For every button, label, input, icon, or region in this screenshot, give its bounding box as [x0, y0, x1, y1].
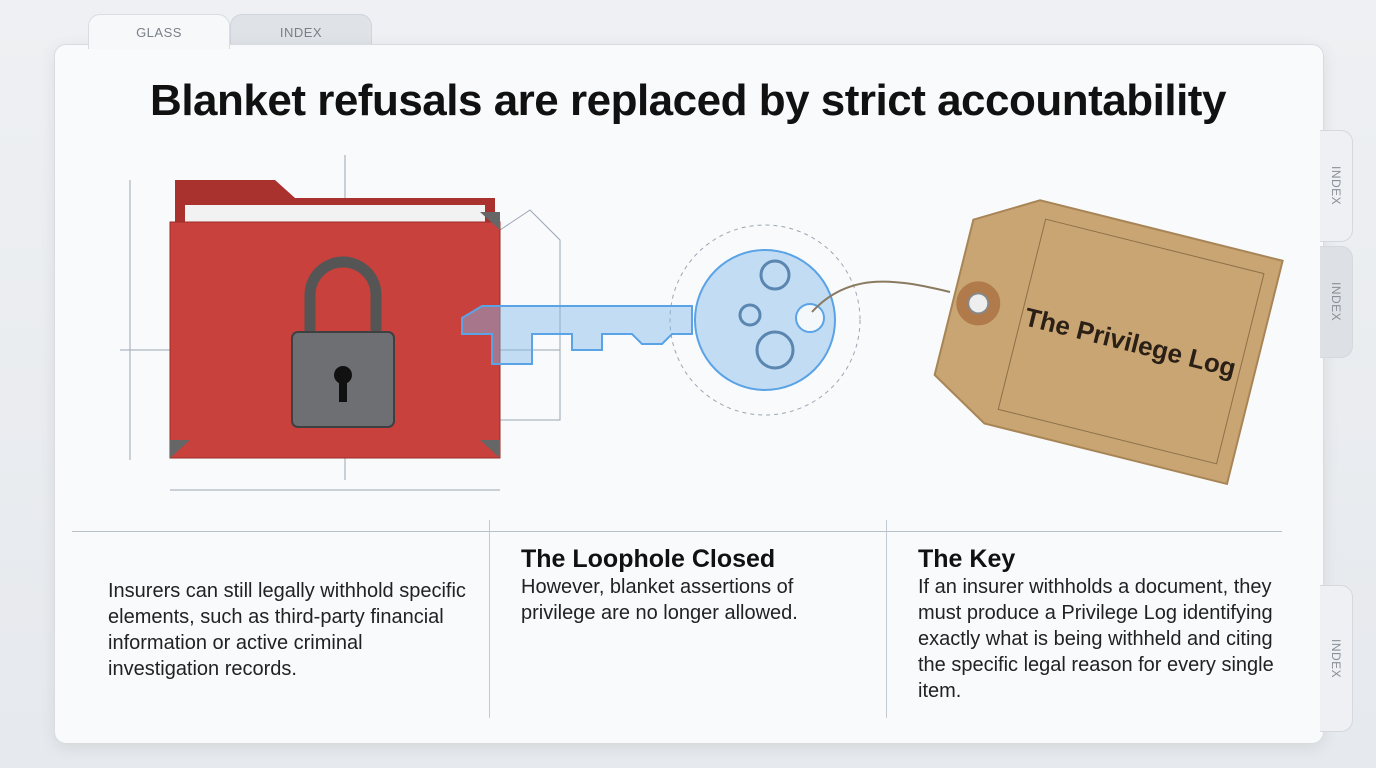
side-tab-index-2[interactable]: INDEX	[1320, 246, 1353, 358]
column-text: However, blanket assertions of privilege…	[521, 576, 798, 624]
tab-label: INDEX	[1329, 166, 1343, 206]
column-loophole: The Loophole Closed However, blanket ass…	[521, 544, 861, 626]
tab-index[interactable]: INDEX	[230, 14, 372, 49]
gears-icon	[738, 259, 795, 370]
side-tab-index-1[interactable]: INDEX	[1320, 130, 1353, 242]
page-title: Blanket refusals are replaced by strict …	[150, 76, 1226, 125]
column-key: The Key If an insurer withholds a docume…	[918, 544, 1278, 704]
column-heading: The Loophole Closed	[521, 545, 776, 573]
divider	[72, 531, 1282, 532]
column-divider	[886, 520, 887, 718]
column-text: Insurers can still legally withhold spec…	[108, 580, 466, 680]
illustration: The Privilege Log	[120, 155, 1284, 491]
tab-label: INDEX	[1329, 282, 1343, 322]
tab-label: INDEX	[1329, 638, 1343, 679]
column-heading: The Key	[918, 545, 1016, 573]
key-icon	[461, 249, 836, 391]
column-text: If an insurer withholds a document, they…	[918, 576, 1274, 702]
tag-icon: The Privilege Log	[933, 199, 1284, 486]
tab-label: GLASS	[136, 24, 182, 40]
column-withhold: Insurers can still legally withhold spec…	[108, 578, 468, 682]
column-divider	[489, 520, 490, 718]
tab-label: INDEX	[279, 24, 323, 40]
padlock-icon	[291, 256, 395, 428]
side-tab-index-3[interactable]: INDEX	[1320, 585, 1353, 732]
tab-glass[interactable]: GLASS	[88, 14, 230, 49]
